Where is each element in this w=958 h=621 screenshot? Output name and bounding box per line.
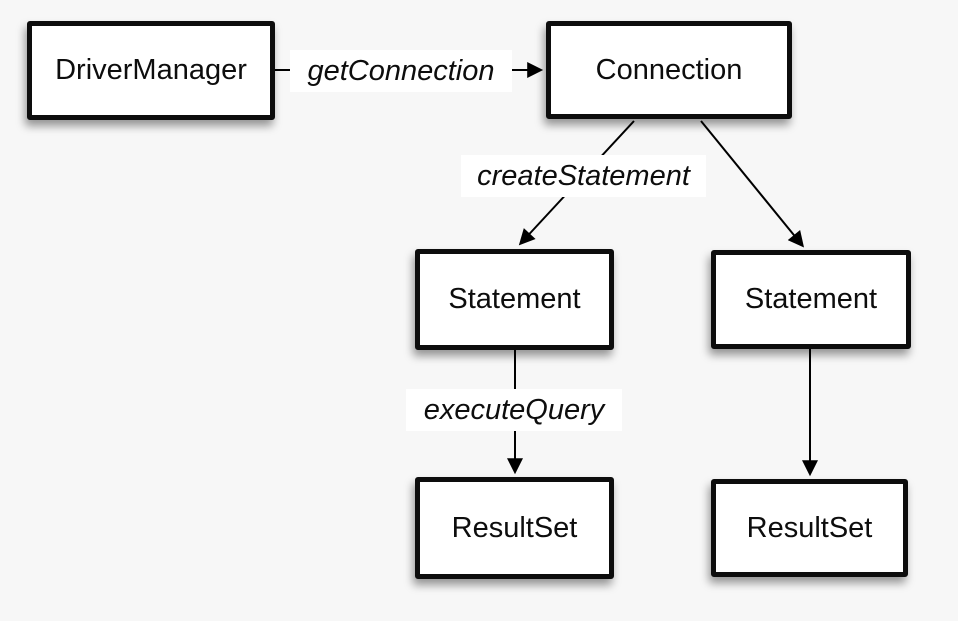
node-statement-right: Statement — [711, 250, 911, 349]
node-connection-label: Connection — [595, 53, 743, 86]
edge-label-createstatement: createStatement — [461, 155, 706, 197]
node-statement-left: Statement — [415, 249, 614, 350]
node-drivermanager: DriverManager — [27, 21, 275, 120]
edge-connection-statement-right-arrow — [700, 120, 805, 248]
node-statement-left-label: Statement — [448, 283, 581, 315]
node-connection: Connection — [546, 21, 792, 119]
node-resultset-right: ResultSet — [711, 479, 908, 577]
edge-label-getconnection: getConnection — [290, 50, 512, 92]
node-resultset-left: ResultSet — [415, 477, 614, 579]
node-resultset-right-label: ResultSet — [746, 511, 873, 544]
node-drivermanager-label: DriverManager — [55, 54, 247, 86]
node-statement-right-label: Statement — [744, 283, 878, 315]
edge-label-executequery: executeQuery — [406, 389, 622, 431]
node-resultset-left-label: ResultSet — [451, 511, 578, 544]
